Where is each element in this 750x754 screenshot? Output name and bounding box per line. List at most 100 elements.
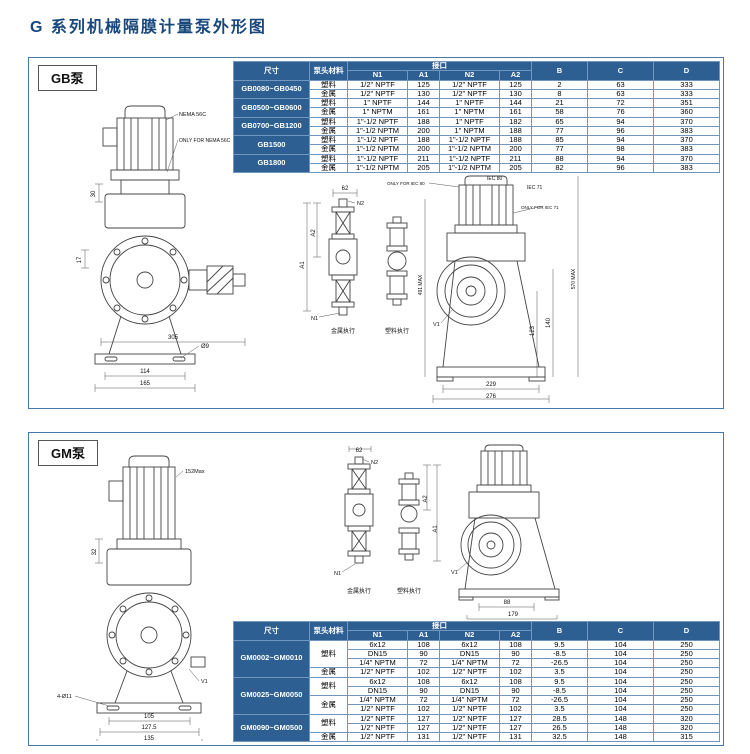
dimension-label: 229 <box>486 382 497 388</box>
col-header-b: B <box>531 621 588 641</box>
cell-a1: 102 <box>407 667 440 678</box>
cell-n1: 1/2" NPTF <box>347 79 408 90</box>
cell-c: 104 <box>587 676 654 687</box>
cell-n2: 1/2" NPTF <box>439 731 500 743</box>
dimension-label: 114 <box>140 369 150 375</box>
cell-c: 148 <box>587 722 654 734</box>
cell-n1: 1/2" NPTF <box>347 704 408 715</box>
cell-a1: 200 <box>407 125 440 137</box>
cell-c: 148 <box>587 731 654 743</box>
cell-d: 383 <box>653 125 720 137</box>
cell-a2: 72 <box>499 694 532 706</box>
dimension-label: N1 <box>334 571 341 577</box>
gm-panel: GM泵 <box>28 432 724 746</box>
cell-b: -26.5 <box>531 657 588 669</box>
cell-a1: 131 <box>407 731 440 743</box>
cell-b: 2 <box>531 79 588 90</box>
dimension-label: 塑料执行 <box>397 587 421 595</box>
cell-a2: 108 <box>499 676 532 687</box>
col-subheader-a2: A2 <box>499 630 532 641</box>
col-subheader-n1: N1 <box>347 630 408 641</box>
row-header-size: GM0090~GM0500 <box>233 713 310 743</box>
col-header-interface: 接口 <box>347 60 532 72</box>
cell-n2: 6x12 <box>439 639 500 650</box>
cell-a2: 188 <box>499 134 532 146</box>
col-header-d: D <box>653 61 720 81</box>
cell-n2: 1" NPTM <box>439 125 500 137</box>
col-subheader-n2: N2 <box>439 630 500 641</box>
cell-c: 104 <box>587 648 654 660</box>
cell-d: 250 <box>653 667 720 678</box>
cell-c: 104 <box>587 694 654 706</box>
cell-a2: 131 <box>499 731 532 743</box>
cell-d: 370 <box>653 153 720 164</box>
cell-d: 250 <box>653 685 720 697</box>
cell-b: 77 <box>531 125 588 137</box>
cell-n2: 1"-1/2 NPTF <box>439 134 500 146</box>
dimension-label: 32 <box>92 548 98 555</box>
cell-c: 94 <box>587 116 654 127</box>
gm-gearbox <box>106 538 192 586</box>
cell-a1: 90 <box>407 648 440 660</box>
cell-a1: 125 <box>407 79 440 90</box>
dimension-label: ONLY FOR IEC 80 <box>387 181 425 186</box>
col-subheader-n1: N1 <box>347 70 408 81</box>
dimension-label: 17 <box>77 256 83 263</box>
cell-d: 320 <box>653 722 720 734</box>
dimension-label: V1 <box>451 570 458 576</box>
cell-n2: 1" NPTF <box>439 116 500 127</box>
col-subheader-a2: A2 <box>499 70 532 81</box>
cell-c: 104 <box>587 704 654 715</box>
cell-a2: 102 <box>499 704 532 715</box>
cell-d: 383 <box>653 144 720 155</box>
cell-material: 塑料 <box>309 153 348 164</box>
gb-valve-stack-metal <box>328 198 358 316</box>
cell-a2: 125 <box>499 79 532 90</box>
dimension-label: NEMA 56C <box>179 112 206 118</box>
gb-pump-head <box>100 235 190 325</box>
cell-n1: 1/2" NPTF <box>347 731 408 743</box>
cell-d: 250 <box>653 639 720 650</box>
dimension-label: 123 <box>530 325 536 336</box>
cell-c: 96 <box>587 162 654 174</box>
cell-c: 104 <box>587 657 654 669</box>
col-header-c: C <box>587 61 654 81</box>
cell-n2: 1/4" NPTM <box>439 694 500 706</box>
cell-n1: 1"-1/2 NPTF <box>347 134 408 146</box>
cell-n1: DN15 <box>347 685 408 697</box>
cell-a2: 161 <box>499 107 532 118</box>
cell-d: 383 <box>653 162 720 174</box>
cell-b: 58 <box>531 107 588 118</box>
cell-material: 塑料 <box>309 713 348 733</box>
dimension-label: 塑料执行 <box>385 327 409 335</box>
cell-n2: 1/2" NPTF <box>439 713 500 724</box>
cell-d: 320 <box>653 713 720 724</box>
gb-panel-label: GB泵 <box>38 65 97 91</box>
col-header-d: D <box>653 621 720 641</box>
col-header-size: 尺寸 <box>233 61 310 81</box>
cell-n1: 1"-1/2 NPTF <box>347 116 408 127</box>
col-subheader-n2: N2 <box>439 70 500 81</box>
cell-n1: 1" NPTF <box>347 97 408 109</box>
row-header-size: GB0500~GB0600 <box>233 98 310 118</box>
dimension-label: A2 <box>311 229 317 237</box>
cell-a1: 102 <box>407 704 440 715</box>
cell-d: 360 <box>653 107 720 118</box>
dimension-label: 305 <box>168 335 179 341</box>
cell-d: 250 <box>653 704 720 715</box>
cell-material: 金属 <box>309 125 348 137</box>
col-header-interface: 接口 <box>347 620 532 632</box>
row-header-size: GB1800 <box>233 153 310 173</box>
